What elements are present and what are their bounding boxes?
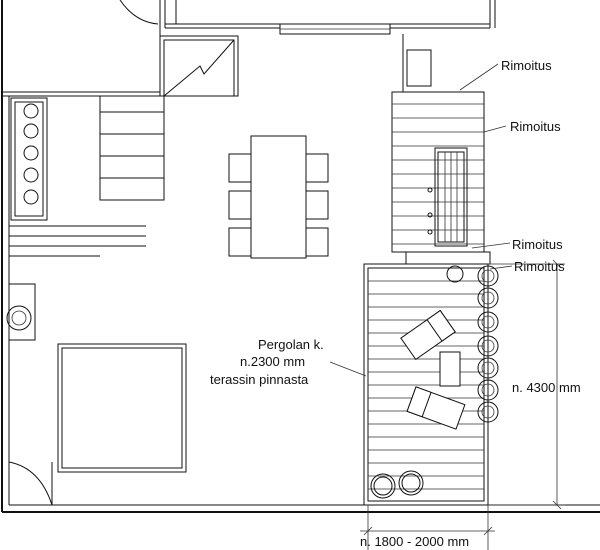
label-pergola-2: n.2300 mm: [240, 354, 305, 369]
left-plant: [6, 283, 36, 341]
plant-row: [477, 265, 499, 423]
label-rimoitus-2: Rimoitus: [510, 119, 561, 134]
dining-table: [228, 135, 329, 259]
label-pergola-1: Pergolan k.: [258, 337, 324, 352]
label-rimoitus-3: Rimoitus: [512, 237, 563, 252]
label-rimoitus-1: Rimoitus: [501, 58, 552, 73]
leader-lines: [329, 63, 513, 377]
label-dim-height: n. 4300 mm: [512, 380, 581, 395]
stair-wall: [159, 35, 239, 97]
step: [405, 251, 491, 265]
dimension-height: [488, 259, 565, 510]
bed: [57, 343, 187, 473]
staircase: [99, 95, 165, 201]
left-planter-box: [10, 97, 48, 221]
door-swing-top: [119, 0, 159, 25]
upper-terrace: [391, 91, 485, 253]
outer-walls: [1, 0, 600, 513]
counter-lines: [9, 225, 146, 257]
label-dim-width: n. 1800 - 2000 mm: [360, 534, 469, 549]
dimension-width: [360, 505, 495, 550]
label-rimoitus-4: Rimoitus: [514, 259, 565, 274]
lower-terrace-deck: [363, 263, 489, 506]
door-swing-bottom: [8, 461, 53, 506]
right-storage: [402, 34, 432, 92]
label-pergola-3: terassin pinnasta: [210, 372, 309, 387]
